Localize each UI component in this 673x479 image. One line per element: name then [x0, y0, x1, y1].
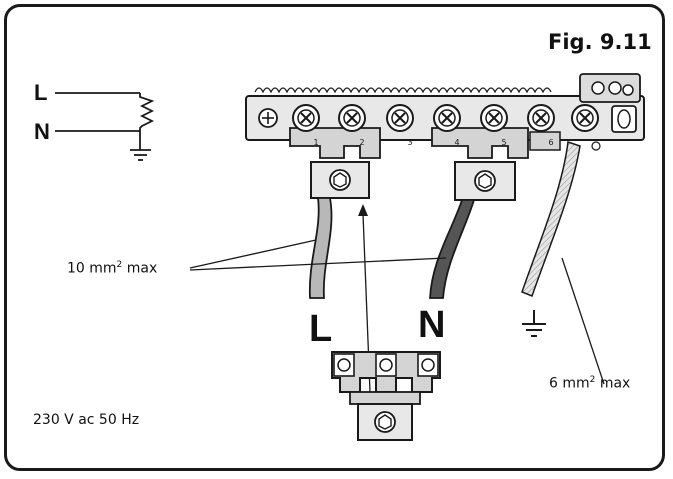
insert-arrow-head	[358, 204, 368, 216]
terminal-number: 1	[313, 138, 318, 147]
terminal-cover-clips	[254, 87, 552, 94]
terminal-screw-icon	[480, 104, 508, 132]
terminal-screw-icon	[338, 104, 366, 132]
neutral-bridge-plate	[431, 127, 529, 159]
earth-terminal-screw-icon	[571, 104, 599, 132]
live-bridge-plate	[289, 127, 381, 159]
earth-symbol-icon	[522, 310, 546, 337]
terminal-screws	[292, 104, 599, 132]
figure-frame	[4, 4, 665, 471]
live-neutral-cable-size-note: 10 mm2 max	[67, 260, 158, 277]
leader-line-live	[189, 239, 317, 269]
earth-wire	[521, 140, 581, 297]
terminal-screw-icon	[433, 104, 461, 132]
terminal-block: 1 2 3 4 5 6	[245, 73, 645, 159]
schematic-earth-icon	[130, 149, 151, 161]
earth-cable-size-note: 6 mm2 max	[549, 375, 631, 392]
terminal-number: 3	[407, 138, 412, 147]
neutral-wire	[429, 199, 476, 299]
terminal-number: 4	[454, 138, 459, 147]
schematic-live-label: L	[34, 80, 48, 105]
figure-title: Fig. 9.11	[548, 30, 652, 54]
heating-element-resistor	[139, 93, 155, 150]
circuit-schematic	[55, 92, 155, 161]
terminal-screw-icon	[527, 104, 555, 132]
terminal-screw-icon	[292, 104, 320, 132]
leader-line-earth	[561, 257, 605, 385]
terminal-number: 2	[359, 138, 364, 147]
terminal-number: 5	[501, 138, 506, 147]
terminal-number: 6	[548, 138, 553, 147]
neutral-terminal-label: N	[418, 304, 446, 346]
live-clamp	[310, 161, 370, 199]
live-terminal-label: L	[309, 308, 333, 350]
supply-rating: 230 V ac 50 Hz	[33, 412, 140, 428]
terminal-screw-icon	[386, 104, 414, 132]
schematic-neutral-label: N	[34, 119, 50, 144]
live-wire	[308, 197, 333, 299]
neutral-clamp	[454, 161, 516, 201]
bridge-jumper	[331, 351, 441, 441]
leader-line-neutral	[189, 257, 447, 271]
